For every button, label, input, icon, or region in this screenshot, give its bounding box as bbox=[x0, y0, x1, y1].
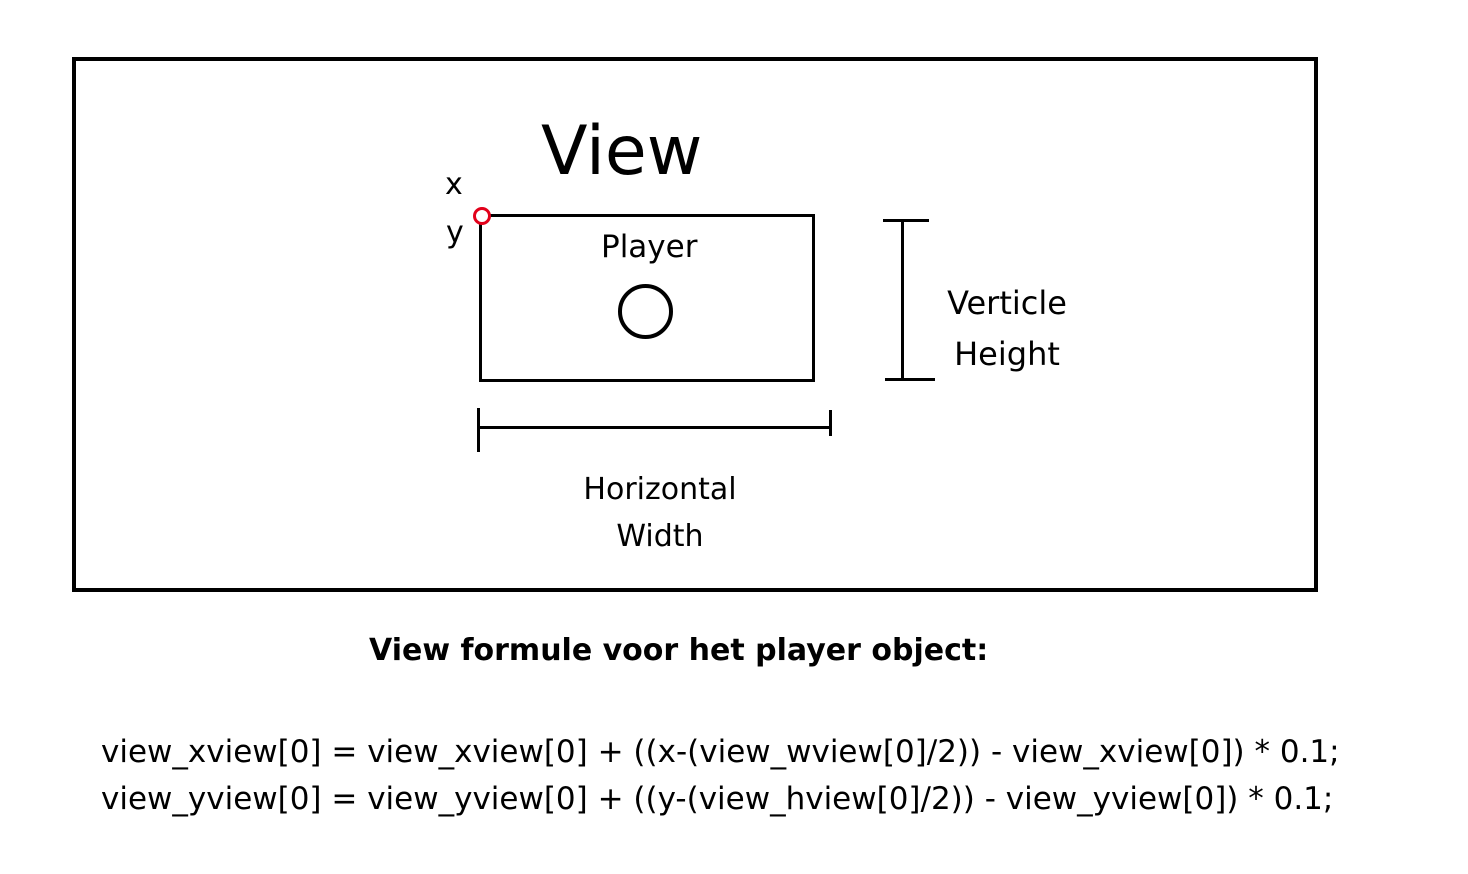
vertical-dimension-line bbox=[901, 220, 904, 380]
origin-marker-icon bbox=[473, 207, 491, 225]
y-coordinate-label: y bbox=[446, 215, 464, 250]
horizontal-dimension-left-tick bbox=[477, 408, 480, 452]
vertical-height-label: Verticle Height bbox=[930, 278, 1084, 380]
horizontal-label-line2: Width bbox=[616, 519, 704, 554]
view-frame bbox=[72, 57, 1318, 592]
x-coordinate-label: x bbox=[445, 167, 463, 202]
formula-x: view_xview[0] = view_xview[0] + ((x-(vie… bbox=[101, 734, 1340, 770]
vertical-label-line1: Verticle bbox=[947, 284, 1067, 322]
formula-heading: View formule voor het player object: bbox=[369, 633, 989, 668]
player-label: Player bbox=[601, 229, 698, 265]
formula-y: view_yview[0] = view_yview[0] + ((y-(vie… bbox=[101, 781, 1334, 817]
horizontal-width-label: Horizontal Width bbox=[560, 466, 760, 560]
vertical-dimension-top-tick bbox=[883, 219, 929, 222]
player-circle-icon bbox=[618, 284, 673, 339]
vertical-label-line2: Height bbox=[954, 335, 1060, 373]
player-box bbox=[479, 214, 815, 382]
horizontal-dimension-line bbox=[479, 426, 832, 429]
horizontal-label-line1: Horizontal bbox=[583, 472, 737, 507]
view-title: View bbox=[541, 112, 703, 191]
horizontal-dimension-right-tick bbox=[829, 410, 832, 436]
vertical-dimension-bottom-tick bbox=[885, 378, 935, 381]
